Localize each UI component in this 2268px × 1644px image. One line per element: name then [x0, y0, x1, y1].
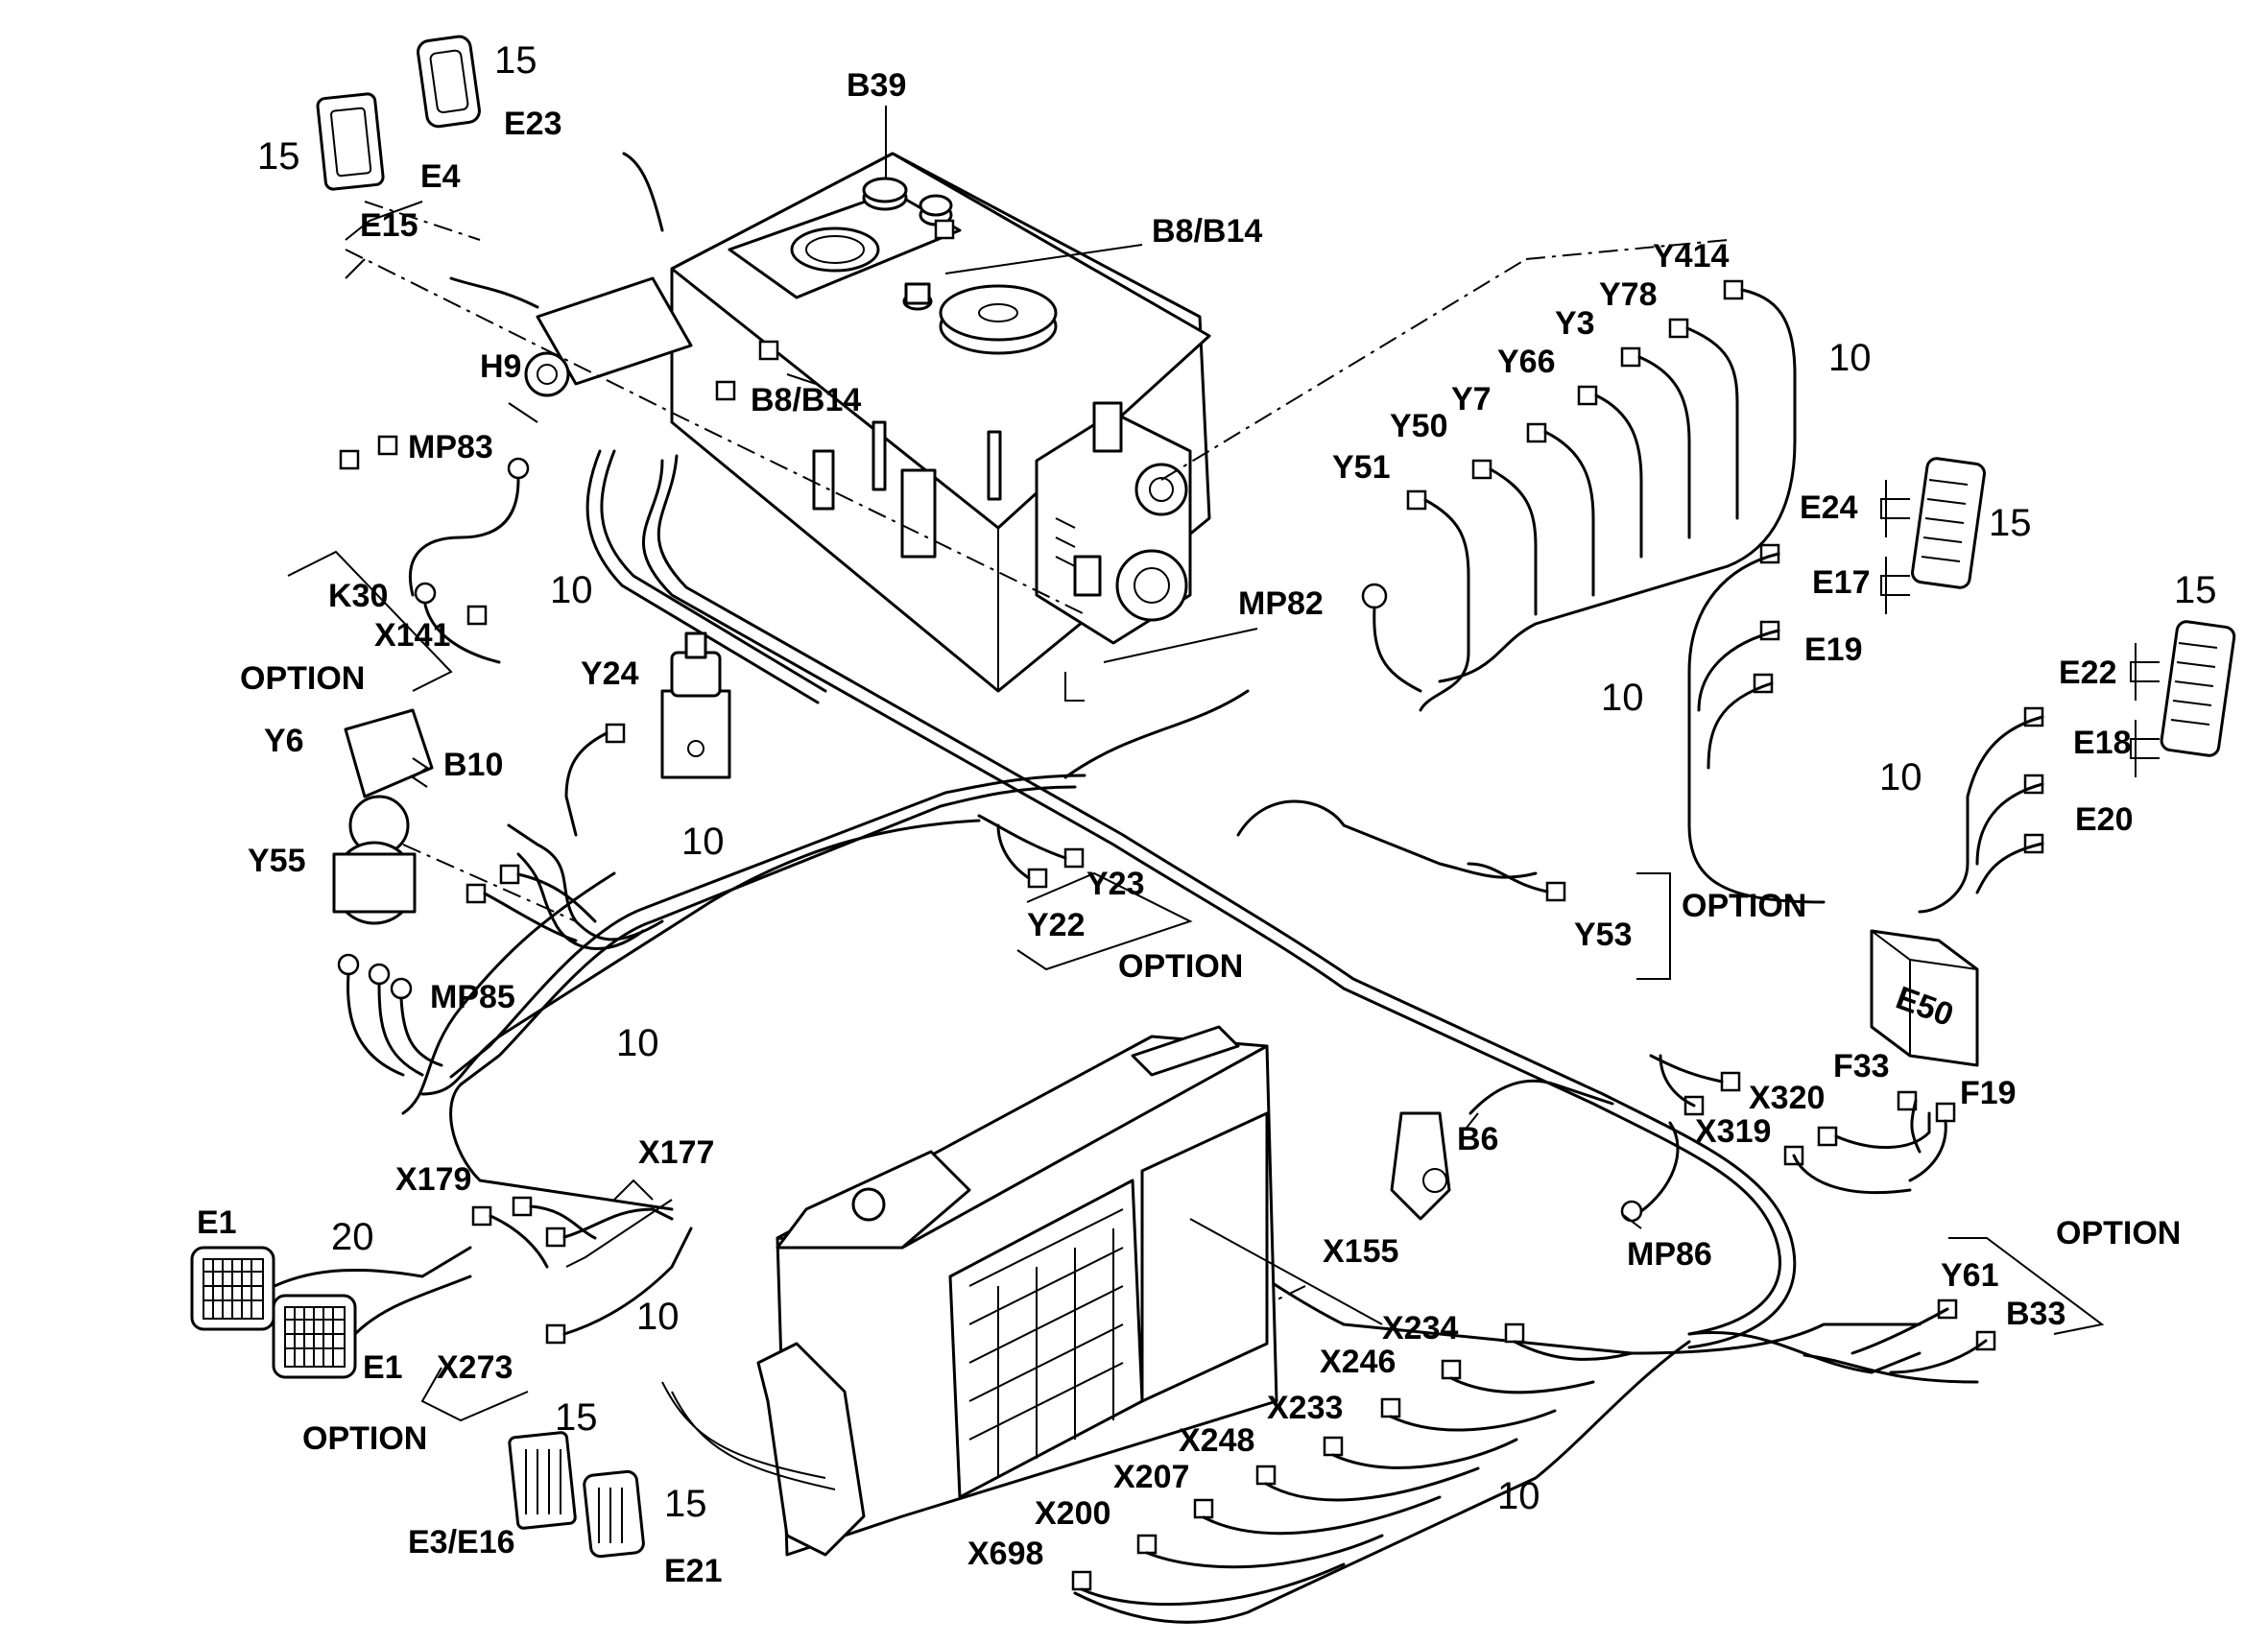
option-label-y61: OPTION	[2056, 1215, 2181, 1251]
label-b10: B10	[443, 747, 503, 783]
label-b39: B39	[847, 67, 906, 104]
valve-y24	[660, 631, 731, 779]
label-e1-top: E1	[197, 1204, 237, 1241]
label-e4: E4	[420, 158, 461, 195]
work-light-e1-bottom	[272, 1294, 357, 1379]
label-f33: F33	[1833, 1048, 1890, 1084]
item-number-15-e3: 15	[555, 1396, 598, 1439]
label-y61: Y61	[1941, 1257, 1999, 1294]
item-number-10-k30: 10	[550, 569, 593, 611]
label-y53: Y53	[1574, 917, 1633, 953]
option-label-y53: OPTION	[1682, 888, 1806, 924]
item-number-15-e22: 15	[2174, 569, 2217, 611]
label-y3: Y3	[1555, 305, 1595, 342]
label-mp83: MP83	[408, 429, 493, 465]
label-y55: Y55	[248, 843, 306, 879]
item-number-15-e24: 15	[1989, 502, 2032, 544]
lamp-e21	[583, 1469, 645, 1559]
valve-block-y6-y55	[332, 708, 434, 925]
label-e23: E23	[504, 106, 562, 142]
item-number-10-bottom: 10	[1497, 1475, 1540, 1517]
label-b8b14-top: B8/B14	[1152, 213, 1262, 250]
label-x320: X320	[1749, 1080, 1825, 1116]
label-e18: E18	[2073, 725, 2132, 761]
label-y7: Y7	[1451, 381, 1492, 417]
label-x246: X246	[1320, 1344, 1396, 1380]
label-mp85: MP85	[430, 979, 515, 1015]
branch-wires	[273, 288, 2044, 1607]
label-x698: X698	[967, 1536, 1043, 1572]
option-label-y23: OPTION	[1118, 948, 1243, 985]
label-y22: Y22	[1027, 907, 1086, 943]
label-mp86: MP86	[1627, 1236, 1712, 1273]
label-y414: Y414	[1653, 238, 1729, 274]
label-mp82: MP82	[1238, 585, 1324, 622]
label-y78: Y78	[1599, 276, 1658, 313]
label-x233: X233	[1267, 1390, 1343, 1426]
label-y66: Y66	[1497, 344, 1556, 380]
label-h9: H9	[480, 348, 521, 385]
light-e24	[1911, 457, 1986, 589]
lamp-e3e16	[508, 1431, 577, 1530]
label-e21: E21	[664, 1553, 723, 1589]
sensor-b6	[1390, 1111, 1451, 1221]
label-b8b14-mid: B8/B14	[751, 382, 861, 418]
brackets	[287, 106, 2160, 1422]
item-number-20-e1: 20	[331, 1216, 374, 1258]
light-e22	[2160, 620, 2236, 757]
label-x248: X248	[1179, 1422, 1254, 1459]
label-y24: Y24	[581, 655, 639, 692]
control-cabinet	[661, 1025, 1278, 1557]
label-x155: X155	[1323, 1233, 1398, 1270]
label-x200: X200	[1035, 1495, 1110, 1532]
label-x319: X319	[1695, 1113, 1771, 1150]
label-e24: E24	[1800, 489, 1858, 526]
label-f19: F19	[1960, 1075, 2017, 1111]
option-label-e1: OPTION	[302, 1420, 427, 1457]
item-number-10-x273: 10	[636, 1296, 680, 1338]
label-e20: E20	[2075, 801, 2134, 838]
label-x273: X273	[437, 1349, 513, 1386]
label-y51: Y51	[1332, 449, 1391, 486]
item-number-15-e21: 15	[664, 1483, 707, 1525]
module-e50	[1870, 929, 1979, 1067]
item-number-10-e18: 10	[1879, 756, 1922, 798]
label-e17: E17	[1812, 564, 1871, 601]
label-e22: E22	[2059, 655, 2117, 691]
item-number-10-y414: 10	[1828, 337, 1872, 379]
item-number-10-y24: 10	[681, 821, 725, 863]
item-number-10-mp85: 10	[616, 1022, 659, 1064]
label-x177: X177	[638, 1134, 714, 1171]
hydraulic-tank	[524, 152, 1211, 702]
option-label-k30: OPTION	[240, 660, 365, 697]
label-y6: Y6	[264, 723, 304, 759]
light-e4	[316, 92, 385, 191]
label-e19: E19	[1804, 631, 1863, 668]
item-number-15-e4: 15	[257, 135, 300, 178]
item-number-15-e23: 15	[494, 39, 537, 82]
label-x207: X207	[1113, 1459, 1189, 1495]
label-b33: B33	[2006, 1296, 2065, 1332]
label-x234: X234	[1382, 1310, 1458, 1346]
label-y23: Y23	[1086, 866, 1145, 902]
label-e15: E15	[360, 207, 418, 244]
label-e1-bottom: E1	[363, 1349, 403, 1386]
label-e3e16: E3/E16	[408, 1524, 515, 1561]
label-b6: B6	[1457, 1121, 1498, 1157]
item-number-10-e19: 10	[1601, 677, 1644, 719]
label-x141: X141	[374, 617, 450, 654]
labels: B39 B8/B14 B8/B14 E23 E4 E15 H9 MP83 K30…	[197, 39, 2217, 1589]
label-k30: K30	[328, 578, 388, 614]
work-light-e1-top	[190, 1246, 275, 1331]
label-x179: X179	[395, 1161, 471, 1198]
light-e23	[417, 35, 481, 129]
label-y50: Y50	[1390, 408, 1448, 444]
